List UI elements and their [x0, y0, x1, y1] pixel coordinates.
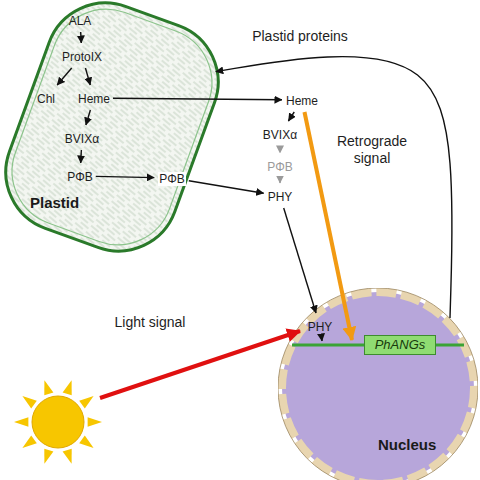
- metabolite: PΦB: [267, 157, 293, 175]
- node-label: ProtoIX: [62, 50, 102, 64]
- sun-ray: [14, 417, 28, 427]
- nucleus-organelle: Nucleus PHY PhANGs: [278, 288, 478, 480]
- node-label: PΦB: [267, 160, 293, 174]
- envelope-edge: [278, 288, 478, 480]
- pathway-arrow: [113, 98, 282, 100]
- gene-box: PhANGs: [364, 335, 437, 355]
- pathway-arrow: [321, 338, 323, 341]
- photoreceptor: PHY: [308, 317, 333, 335]
- metabolite: ProtoIX: [62, 47, 102, 65]
- label-holder: Light signal: [115, 313, 186, 331]
- node-label: Heme: [78, 92, 110, 106]
- metabolite: BVIXα: [65, 129, 99, 147]
- node-label: PΦB: [67, 170, 93, 184]
- node-label: BVIXα: [263, 128, 297, 142]
- edge-label-holder: Retrograde signal: [326, 133, 418, 167]
- metabolite: ALA: [69, 11, 92, 29]
- sun-ray: [63, 449, 72, 464]
- pathway-arrow: [189, 181, 264, 193]
- sun-ray: [44, 449, 53, 464]
- sun-icon: [14, 380, 102, 464]
- pathway-arrow: [288, 112, 294, 121]
- node-label: PΦB: [158, 172, 186, 186]
- pathway-arrow: [284, 208, 316, 313]
- organelle-name: Plastid: [30, 194, 79, 212]
- pathway-arrow: [80, 32, 82, 43]
- nuclear-envelope: [282, 292, 474, 480]
- metabolite: Heme: [78, 89, 110, 107]
- signal-label: Light signal: [115, 314, 186, 331]
- pathway-arrow: [279, 178, 280, 183]
- metabolite: PΦB: [158, 169, 186, 187]
- sun-ray: [44, 380, 53, 395]
- plastid-outline: [0, 0, 232, 256]
- edge-label: Retrograde signal: [326, 133, 418, 167]
- inner-membrane: [0, 0, 227, 256]
- pathway-arrow: [57, 68, 72, 85]
- node-label: PHY: [308, 320, 333, 334]
- sun-disc: [32, 396, 84, 448]
- metabolite: Heme: [286, 91, 318, 109]
- metabolite: Chl: [37, 89, 55, 107]
- edge-label-holder: Plastid proteins: [252, 27, 348, 45]
- pathway-arrow: [216, 57, 452, 318]
- node-label: Chl: [37, 92, 55, 106]
- organelle-name: Nucleus: [378, 436, 436, 454]
- plastid-organelle: Plastid ALA ProtoIX Chl HemeBVIXαPΦB: [0, 0, 232, 256]
- sun-ray: [79, 396, 93, 408]
- node-label: Heme: [286, 94, 318, 108]
- metabolite: BVIXα: [263, 125, 297, 143]
- node-label: PHY: [268, 190, 293, 204]
- light-arrow: [100, 331, 300, 398]
- metabolite: PΦB: [67, 167, 93, 185]
- pathway-arrow: [80, 150, 82, 163]
- gene-line: [292, 344, 464, 347]
- pathway-arrow: [279, 146, 280, 153]
- node-label: BVIXα: [65, 132, 99, 146]
- sun-ray: [79, 436, 93, 448]
- sun-ray: [22, 396, 36, 408]
- sun-ray: [88, 417, 102, 427]
- nucleoplasm: [282, 292, 474, 480]
- sun-ray: [22, 436, 36, 448]
- edge-label: Plastid proteins: [252, 28, 348, 45]
- outer-membrane: [0, 0, 232, 256]
- pathway-arrow: [86, 110, 91, 125]
- node-label: ALA: [69, 14, 92, 28]
- sun-ray: [63, 380, 72, 395]
- node-label: PhANGs: [364, 335, 437, 355]
- pathway-arrow: [96, 176, 154, 177]
- pathway-arrow: [85, 68, 90, 85]
- photoreceptor: PHY: [268, 187, 293, 205]
